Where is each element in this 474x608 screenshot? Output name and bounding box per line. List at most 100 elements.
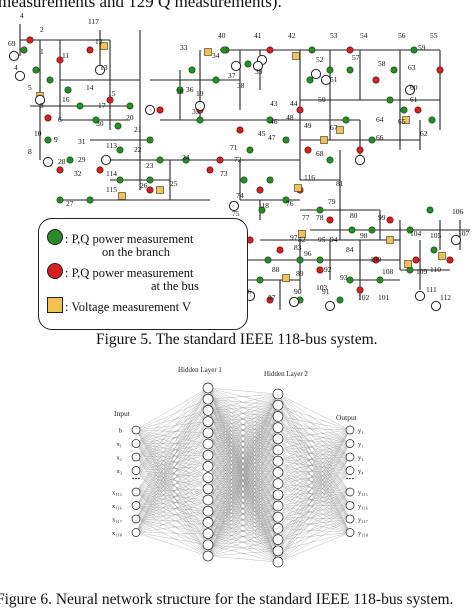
branch-measurement-dot	[32, 66, 40, 74]
input-node	[131, 452, 141, 462]
branch-measurement-dot	[430, 246, 438, 254]
bus-label: 35	[192, 107, 200, 116]
bus-label: 74	[236, 191, 244, 200]
generator-icon	[414, 290, 426, 302]
hidden2-node	[272, 467, 284, 478]
legend-label-line2: at the bus	[151, 279, 199, 293]
connection-line	[135, 518, 209, 534]
connection-line	[135, 387, 209, 471]
hidden1-node	[202, 472, 214, 483]
branch-measurement-dot	[256, 276, 264, 284]
branch-measurement-dot	[244, 60, 252, 68]
hidden2-node	[272, 433, 284, 445]
bus-label: 81	[336, 179, 344, 188]
connection-line	[135, 387, 209, 444]
bus-label: 98	[360, 231, 368, 240]
input-label-item: x₁₁₅	[112, 490, 122, 497]
connection-line	[277, 518, 351, 563]
generator-icon	[42, 156, 54, 168]
branch-measurement-dot	[56, 196, 64, 204]
hidden1-node	[202, 539, 214, 551]
connection-line	[277, 532, 351, 551]
connection-line	[135, 421, 209, 444]
bus-label: 43	[270, 99, 278, 108]
connection-line	[277, 429, 351, 473]
bus-label: 25	[170, 179, 178, 188]
connection-line	[277, 518, 351, 551]
hidden2-node	[272, 556, 284, 568]
connection-line	[135, 470, 209, 545]
bus-label: 27	[66, 199, 74, 208]
generator-icon	[310, 68, 322, 80]
bus-label: 13	[100, 63, 108, 72]
bus-label: 65	[398, 117, 406, 126]
bus-label: 50	[318, 95, 326, 104]
bus-measurement-dot	[356, 146, 364, 154]
generator-icon	[100, 154, 112, 166]
connection-line	[135, 410, 209, 458]
connection-line	[207, 483, 279, 557]
voltage-measurement-square	[438, 252, 446, 260]
bus-label: 108	[382, 267, 394, 276]
branch-measurement-dot	[282, 196, 290, 204]
yellow-square-icon	[47, 297, 63, 313]
connection-line	[207, 393, 279, 523]
branch-measurement-dot	[266, 176, 274, 184]
bus-label: 29	[78, 155, 86, 164]
bus-measurement-dot	[56, 166, 64, 174]
hidden2-node	[272, 399, 284, 411]
connection-line	[135, 532, 209, 545]
bus-label: 28	[58, 157, 66, 166]
connection-line	[135, 421, 209, 493]
bus-measurement-dot	[386, 216, 394, 224]
connection-line	[135, 399, 209, 493]
branch-measurement-dot	[400, 106, 408, 114]
connection-line	[135, 470, 209, 489]
voltage-measurement-square	[118, 192, 126, 200]
connection-line	[207, 472, 279, 557]
bus-label: 68	[316, 149, 324, 158]
generator-icon	[430, 300, 442, 312]
bus-label: 3	[40, 101, 44, 110]
connection-line	[207, 393, 279, 400]
bus-label: 15	[108, 89, 116, 98]
hidden2-node	[272, 478, 284, 489]
bus-label: 102	[358, 293, 370, 302]
connection-line	[277, 438, 351, 493]
connection-line	[277, 505, 351, 518]
branch-measurement-dot	[46, 76, 54, 84]
bus-label: 23	[146, 161, 154, 170]
bus-label: 105	[430, 231, 442, 240]
bus-measurement-dot	[316, 266, 324, 274]
input-node	[131, 425, 141, 435]
bus-label: 69	[8, 39, 16, 48]
input-node	[131, 514, 141, 524]
hidden2-node	[272, 545, 284, 557]
bus-label: 54	[360, 31, 368, 40]
connection-line	[135, 432, 209, 444]
connection-line	[277, 456, 351, 473]
branch-measurement-dot	[368, 226, 376, 234]
hidden2-node	[272, 455, 284, 467]
connection-line	[207, 539, 279, 557]
output-label-item: y₁₁₈	[358, 530, 368, 537]
bus-label: 117	[88, 17, 99, 26]
bus-label: 33	[180, 43, 188, 52]
branch-measurement-dot	[246, 146, 254, 154]
generator-icon	[404, 84, 416, 96]
bus-measurement-dot	[56, 56, 64, 64]
connection-line	[135, 399, 209, 533]
connection-line	[207, 393, 279, 445]
bus-label: 62	[420, 129, 428, 138]
connection-line	[277, 429, 351, 551]
connection-line	[277, 517, 351, 520]
legend-label: : P,Q power measurement	[65, 232, 194, 246]
connection-line	[135, 432, 209, 471]
connection-line	[277, 491, 351, 563]
bus-label: 49	[304, 121, 312, 130]
output-node	[345, 487, 355, 497]
hidden2-node	[272, 511, 284, 523]
connection-line	[135, 410, 209, 506]
hidden2-node	[272, 444, 284, 456]
